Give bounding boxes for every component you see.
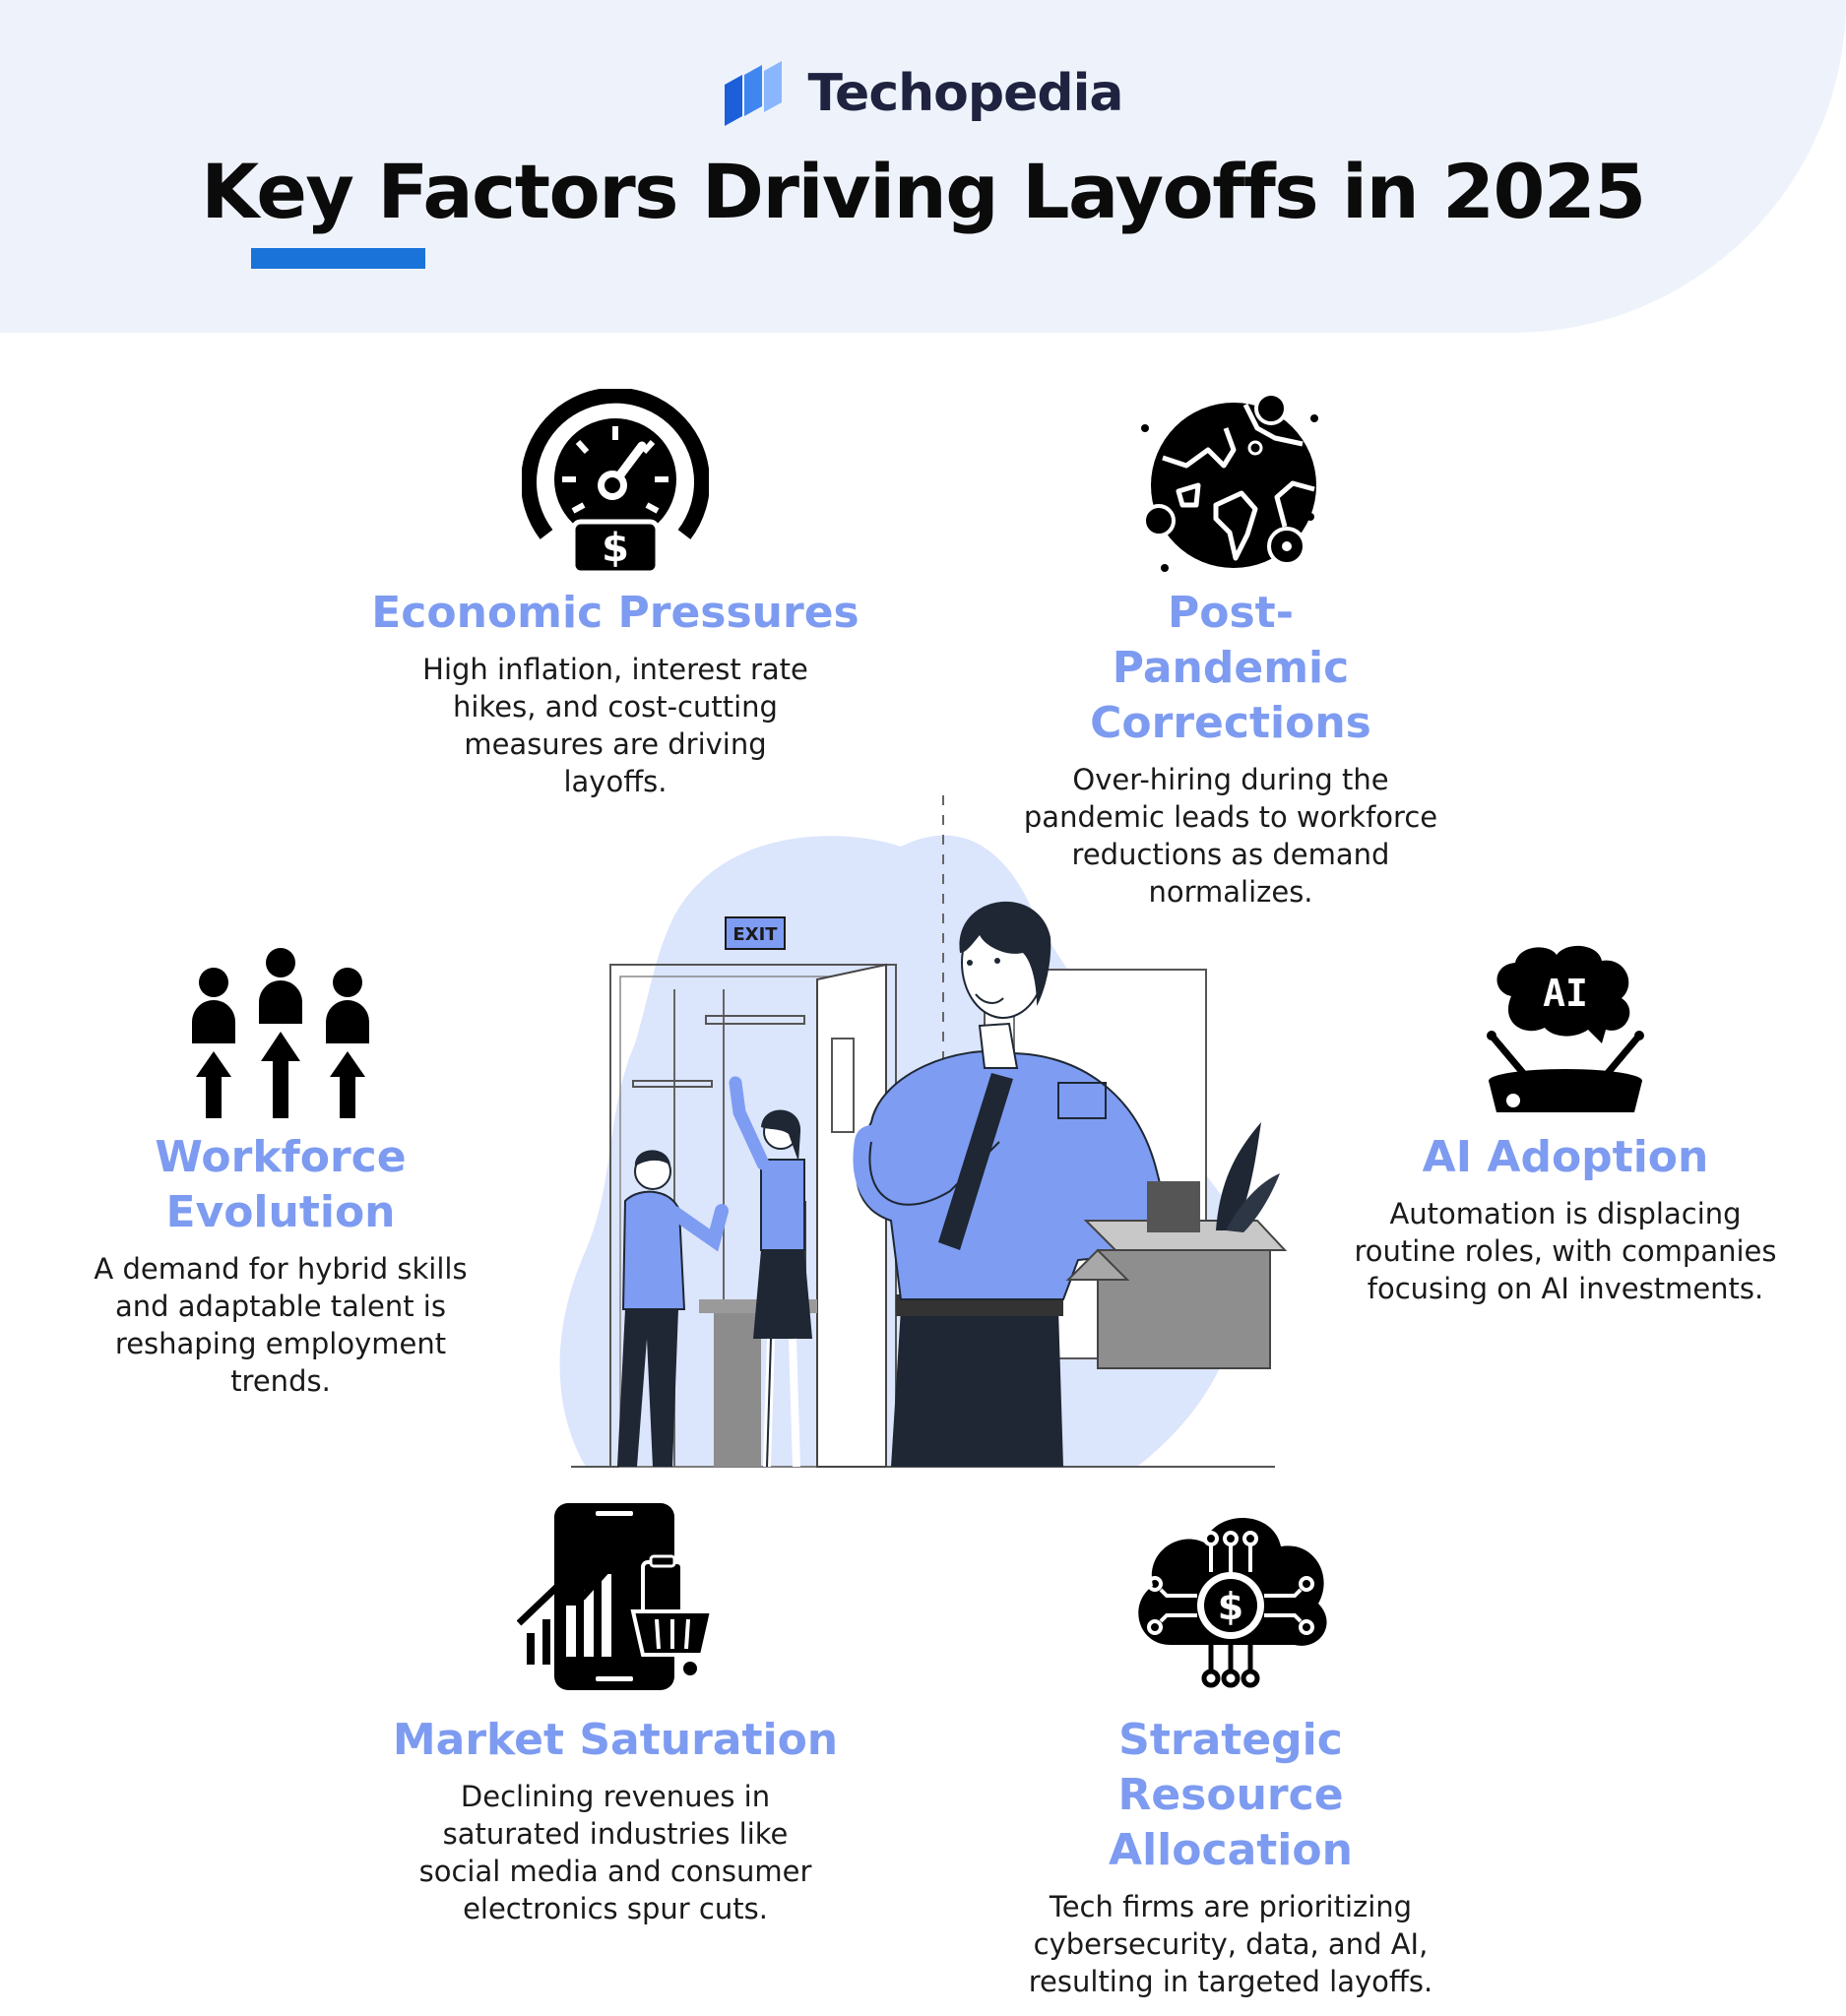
factor-strategic-resource-allocation: $ Strategic Resource Allocation Tech fir… bbox=[994, 1501, 1467, 2000]
phone-market-chart-icon bbox=[517, 1503, 714, 1690]
header-band bbox=[0, 0, 1846, 333]
factor-market-saturation: Market Saturation Declining revenues in … bbox=[384, 1501, 847, 1927]
factor-post-pandemic-corrections: Post-Pandemic Corrections Over-hiring du… bbox=[989, 389, 1472, 911]
title-underline bbox=[251, 248, 425, 269]
factor-title: Market Saturation bbox=[392, 1715, 839, 1765]
factor-ai-adoption: AI AI Adoption Automation is displacing … bbox=[1349, 945, 1782, 1307]
people-growth-icon bbox=[192, 948, 369, 1118]
factor-title: Workforce Evolution bbox=[155, 1132, 407, 1237]
ai-brain-hologram-icon: AI bbox=[1487, 945, 1644, 1112]
factor-title: Strategic Resource Allocation bbox=[1109, 1715, 1353, 1875]
exit-sign-text: EXIT bbox=[732, 924, 778, 945]
factor-description: Tech firms are prioritizing cybersecurit… bbox=[1028, 1890, 1433, 1998]
page-title: Key Factors Driving Layoffs in 2025 bbox=[201, 148, 1646, 235]
svg-text:$: $ bbox=[602, 526, 629, 571]
factor-title: Post-Pandemic Corrections bbox=[1090, 588, 1371, 748]
techopedia-logo-icon bbox=[725, 61, 783, 126]
factor-economic-pressures: $ Economic Pressures High inflation, int… bbox=[369, 389, 861, 800]
factor-description: A demand for hybrid skills and adaptable… bbox=[94, 1252, 468, 1398]
layoff-illustration: EXIT bbox=[559, 795, 1288, 1468]
factor-description: Automation is displacing routine roles, … bbox=[1354, 1197, 1777, 1305]
brand: Techopedia bbox=[0, 61, 1846, 126]
factor-description: Over-hiring during the pandemic leads to… bbox=[1023, 763, 1438, 909]
cloud-dollar-circuit-icon: $ bbox=[1137, 1517, 1327, 1688]
factor-title: Economic Pressures bbox=[371, 588, 859, 638]
factor-description: Declining revenues in saturated industri… bbox=[418, 1780, 812, 1925]
svg-text:AI: AI bbox=[1543, 972, 1588, 1015]
factor-description: High inflation, interest rate hikes, and… bbox=[422, 653, 808, 798]
svg-text:$: $ bbox=[1217, 1585, 1242, 1628]
brand-name: Techopedia bbox=[807, 64, 1123, 123]
speedometer-dollar-icon: $ bbox=[522, 389, 709, 576]
factor-workforce-evolution: Workforce Evolution A demand for hybrid … bbox=[49, 945, 512, 1400]
globe-virus-icon bbox=[1141, 392, 1318, 572]
factor-title: AI Adoption bbox=[1422, 1132, 1709, 1182]
